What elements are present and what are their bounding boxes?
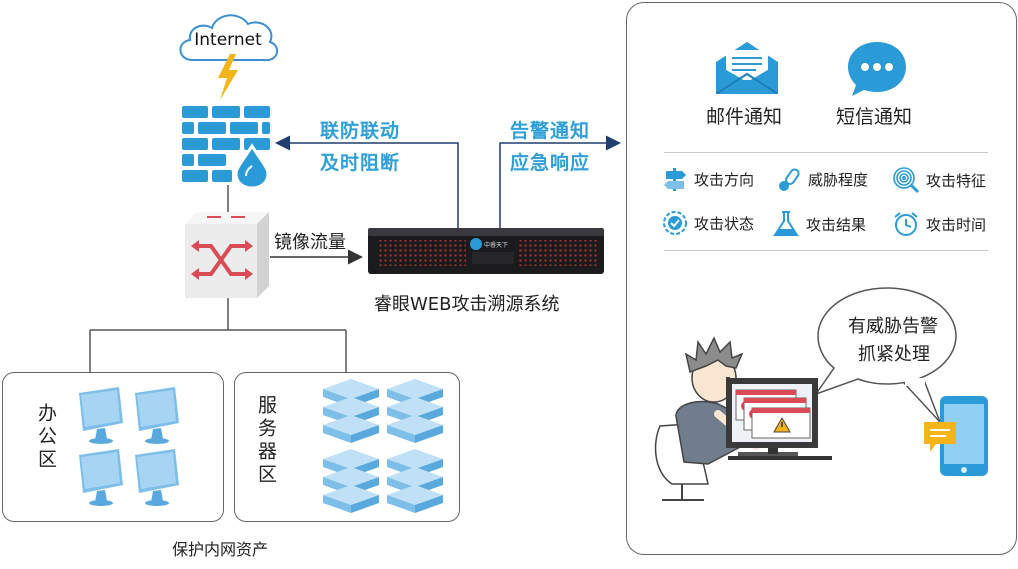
smartphone-icon: [924, 396, 988, 476]
speech-bubble: [814, 287, 957, 423]
feature-label: 攻击方向: [694, 170, 755, 189]
signpost-icon: [664, 168, 686, 191]
monitor-icon: [79, 387, 123, 444]
server-appliance: 中睿天下: [368, 228, 604, 274]
monitor-icon: [79, 449, 123, 506]
server-stack-icon: [323, 449, 379, 513]
email-notification-label: 邮件通知: [706, 106, 783, 128]
cloud-icon: [179, 14, 279, 62]
feature-label: 攻击时间: [926, 215, 987, 234]
office-zone: 办公区: [2, 372, 224, 522]
linkage-label-line1: 联防联动: [320, 120, 401, 142]
feature-label: 威胁程度: [808, 170, 869, 189]
internet-cloud: Internet: [172, 8, 284, 68]
status-check-icon: [663, 211, 687, 235]
server-stack-icon: [387, 379, 443, 443]
panel-divider-bottom: [664, 250, 988, 251]
server-zone-label: 服务器区: [255, 395, 277, 487]
alarm-clock-icon: [894, 212, 918, 236]
switch-icon: [185, 212, 269, 298]
operator-illustration: [654, 336, 832, 501]
feature-attack-signature: 攻击特征: [892, 166, 986, 194]
sms-icon: [848, 42, 906, 96]
feature-attack-result: 攻击结果: [772, 210, 866, 238]
feature-attack-time: 攻击时间: [892, 210, 986, 238]
bubble-text-line2: 抓紧处理: [858, 344, 930, 365]
assets-label: 保护内网资产: [172, 540, 269, 559]
fingerprint-icon: [893, 167, 920, 194]
server-zone: 服务器区: [234, 372, 460, 522]
alert-label-line1: 告警通知: [510, 120, 591, 142]
feature-label: 攻击特征: [926, 171, 987, 190]
firewall-icon: [182, 106, 270, 188]
feature-attack-direction: 攻击方向: [662, 166, 754, 192]
bubble-text-line1: 有威胁告警: [848, 316, 938, 337]
internet-label: Internet: [194, 30, 262, 50]
email-icon: [716, 42, 778, 94]
feature-label: 攻击结果: [806, 215, 867, 234]
svg-text:中睿天下: 中睿天下: [484, 241, 508, 249]
system-label: 睿眼WEB攻击溯源系统: [374, 294, 560, 315]
linkage-label-line2: 及时阻断: [320, 152, 401, 174]
feature-threat-level: 威胁程度: [776, 166, 868, 192]
mirror-traffic-label: 镜像流量: [274, 232, 346, 253]
feature-attack-status: 攻击状态: [662, 210, 754, 236]
flask-icon: [773, 211, 799, 236]
monitor-icon: [135, 387, 179, 444]
lightning-icon: [218, 54, 238, 100]
alert-label-line2: 应急响应: [510, 152, 591, 174]
server-stack-icon: [387, 449, 443, 513]
office-zone-label: 办公区: [35, 403, 57, 472]
sms-notification-label: 短信通知: [836, 106, 913, 128]
server-stack-icon: [323, 379, 379, 443]
feature-label: 攻击状态: [694, 214, 755, 233]
thermometer-icon: [779, 168, 800, 191]
monitor-icon: [135, 449, 179, 506]
panel-divider-top: [664, 152, 988, 153]
